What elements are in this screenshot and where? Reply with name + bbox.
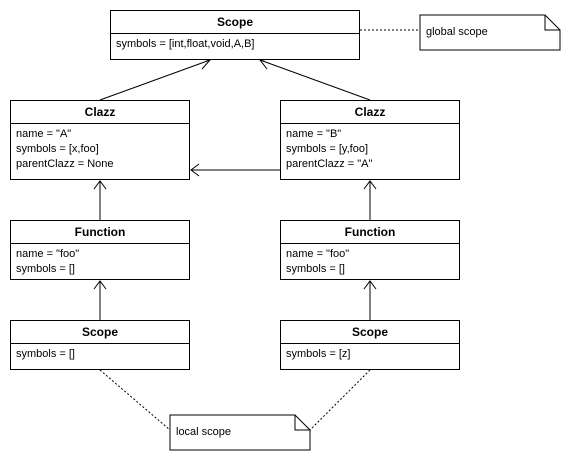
function-b-attrs: name = "foo" symbols = [] [281,244,459,280]
scope-local-a-attr-symbols: symbols = [] [16,348,75,360]
scope-local-b-title: Scope [281,321,459,344]
scope-global-attr: symbols = [int,float,void,A,B] [116,38,255,50]
function-a-box[interactable]: Function name = "foo" symbols = [] [10,220,190,280]
scope-global-attrs: symbols = [int,float,void,A,B] [111,34,359,55]
clazz-a-title: Clazz [11,101,189,124]
note-link-local-a [99,369,171,431]
clazz-b-title: Clazz [281,101,459,124]
function-b-title: Function [281,221,459,244]
function-a-attr-name: name = "foo" [16,248,80,260]
scope-local-a-box[interactable]: Scope symbols = [] [10,320,190,370]
clazz-a-attr-symbols: symbols = [x,foo] [16,143,99,155]
function-a-attr-symbols: symbols = [] [16,263,75,275]
note-link-local-b [309,369,371,431]
scope-global-box[interactable]: Scope symbols = [int,float,void,A,B] [110,10,360,60]
function-a-attrs: name = "foo" symbols = [] [11,244,189,280]
scope-local-a-title: Scope [11,321,189,344]
arrowhead-function-a-to-clazz-a [93,180,107,190]
function-b-attr-name: name = "foo" [286,248,350,260]
edge-clazz-a-to-scope [99,59,211,101]
note-global-shape [419,14,561,51]
scope-local-b-box[interactable]: Scope symbols = [z] [280,320,460,370]
clazz-a-box[interactable]: Clazz name = "A" symbols = [x,foo] paren… [10,100,190,180]
edge-clazz-b-to-scope [259,59,371,101]
clazz-b-attr-name: name = "B" [286,128,342,140]
clazz-b-attr-parent: parentClazz = "A" [286,158,373,170]
scope-global-title: Scope [111,11,359,34]
clazz-b-attrs: name = "B" symbols = [y,foo] parentClazz… [281,124,459,175]
clazz-a-attrs: name = "A" symbols = [x,foo] parentClazz… [11,124,189,175]
note-local-text: local scope [176,426,232,438]
clazz-b-box[interactable]: Clazz name = "B" symbols = [y,foo] paren… [280,100,460,180]
function-a-title: Function [11,221,189,244]
note-local-fold [294,415,310,431]
note-local-shape [169,414,311,451]
clazz-a-attr-name: name = "A" [16,128,72,140]
arrowhead-scope-b-to-function-b [363,280,377,290]
scope-local-b-attrs: symbols = [z] [281,344,459,365]
arrowhead-scope-a-to-function-a [93,280,107,290]
scope-local-b-attr-symbols: symbols = [z] [286,348,351,360]
function-b-attr-symbols: symbols = [] [286,263,345,275]
arrowhead-function-b-to-clazz-b [363,180,377,190]
clazz-a-attr-parent: parentClazz = None [16,158,114,170]
function-b-box[interactable]: Function name = "foo" symbols = [] [280,220,460,280]
clazz-b-attr-symbols: symbols = [y,foo] [286,143,369,155]
note-global-fold [544,15,560,31]
note-global-text: global scope [426,26,488,38]
scope-local-a-attrs: symbols = [] [11,344,189,365]
arrowhead-clazz-b-to-clazz-a [190,163,200,177]
